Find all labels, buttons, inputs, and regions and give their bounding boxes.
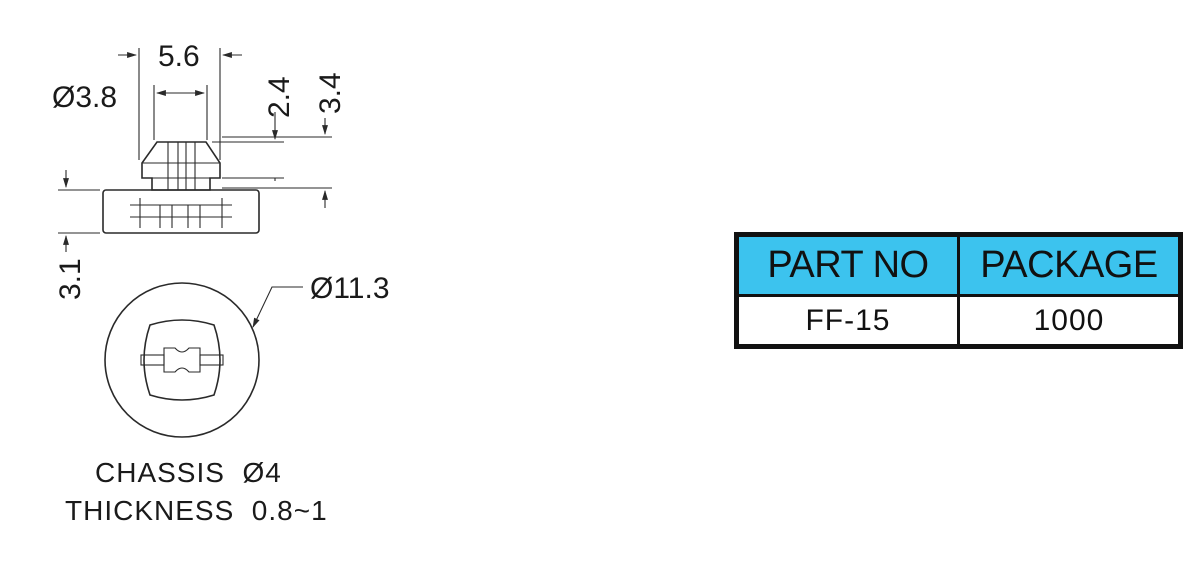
- technical-drawing: 5.6 Ø3.8 2.4 3.4 3.1 Ø11.3: [52, 40, 390, 526]
- base-circle: [104, 282, 260, 438]
- top-view: Ø11.3: [104, 272, 390, 438]
- base-disc: [102, 189, 260, 234]
- dim-height-outer: 3.4: [314, 72, 347, 114]
- dim-base-diameter: Ø11.3: [310, 272, 390, 305]
- note-thickness: THICKNESS 0.8~1: [65, 495, 328, 526]
- dim-head-diameter: Ø3.8: [52, 81, 117, 114]
- dim-base-height: 3.1: [54, 258, 87, 300]
- dim-height-inner: 2.4: [263, 76, 296, 118]
- table-row: FF-15 1000: [735, 294, 1182, 348]
- header-package: PACKAGE: [957, 232, 1182, 298]
- note-chassis: CHASSIS Ø4: [95, 457, 282, 488]
- dim-width-top: 5.6: [158, 40, 200, 73]
- part-table: PART NO PACKAGE FF-15 1000: [734, 232, 1183, 349]
- head-outline: [143, 319, 221, 401]
- table-header-row: PART NO PACKAGE: [735, 232, 1182, 298]
- snap-head: [141, 141, 221, 191]
- side-view: 5.6 Ø3.8 2.4 3.4 3.1: [52, 40, 347, 300]
- center-slot: [163, 347, 201, 373]
- header-part-no: PART NO: [735, 232, 960, 298]
- cell-part-no: FF-15: [735, 294, 960, 348]
- cell-package: 1000: [957, 294, 1182, 348]
